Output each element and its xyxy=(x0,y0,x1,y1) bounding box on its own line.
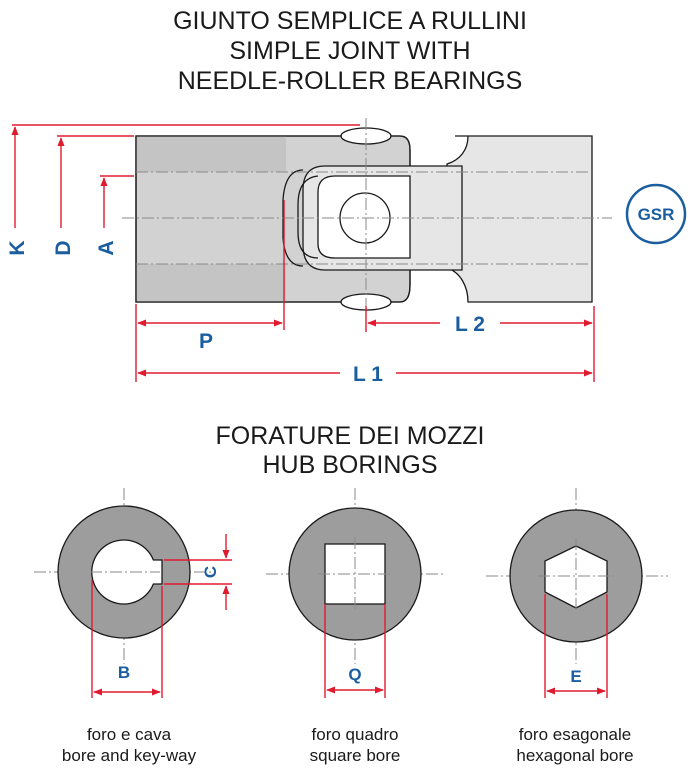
hub-borings-title: FORATURE DEI MOZZI HUB BORINGS xyxy=(216,422,485,479)
body-shade-bottom xyxy=(136,264,286,302)
caption-keyway-it: foro e cava xyxy=(87,725,172,744)
caption-square-en: square bore xyxy=(310,746,401,765)
label-e: E xyxy=(570,667,581,686)
label-l1: L 1 xyxy=(353,363,383,386)
caption-hex-en: hexagonal bore xyxy=(516,746,633,765)
label-q: Q xyxy=(348,665,361,684)
label-l2: L 2 xyxy=(455,313,485,336)
right-hub xyxy=(446,135,593,303)
label-c: C xyxy=(201,566,220,578)
subtitle-line-1: FORATURE DEI MOZZI xyxy=(216,422,485,450)
title-line-2: SIMPLE JOINT WITH xyxy=(229,37,470,65)
label-k: K xyxy=(6,240,29,255)
caption-hex-it: foro esagonale xyxy=(519,725,631,744)
gsr-badge-label: GSR xyxy=(638,205,675,224)
boring-square: Q foro quadro square bore xyxy=(266,488,444,765)
label-d: D xyxy=(52,240,75,255)
title-line-3: NEEDLE-ROLLER BEARINGS xyxy=(178,67,523,95)
body-shade-top xyxy=(136,136,286,172)
main-title: GIUNTO SEMPLICE A RULLINI SIMPLE JOINT W… xyxy=(173,7,527,95)
title-line-1: GIUNTO SEMPLICE A RULLINI xyxy=(173,7,527,35)
label-b: B xyxy=(118,663,130,682)
universal-joint-drawing: K D A P L 2 L 1 xyxy=(6,118,612,386)
label-a: A xyxy=(95,240,118,255)
subtitle-line-2: HUB BORINGS xyxy=(262,451,437,479)
boring-hexagonal: E foro esagonale hexagonal bore xyxy=(486,488,668,765)
caption-square-it: foro quadro xyxy=(312,725,399,744)
gsr-badge: GSR xyxy=(625,183,687,245)
label-p: P xyxy=(199,330,213,353)
caption-keyway-en: bore and key-way xyxy=(62,746,197,765)
fork-outline xyxy=(282,169,304,267)
boring-keyway: C B foro e cava bore and key-way xyxy=(34,488,232,765)
